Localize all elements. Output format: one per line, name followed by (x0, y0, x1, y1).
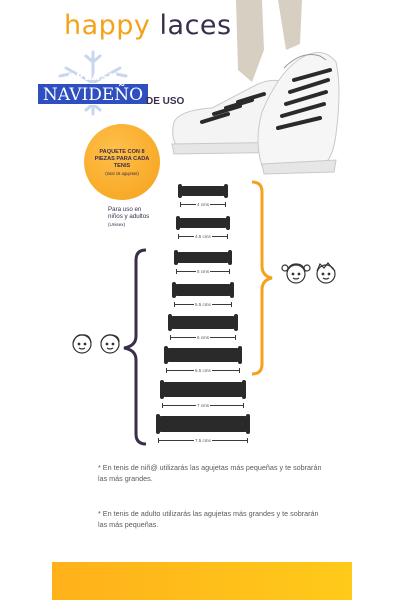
lace-end (238, 346, 242, 364)
lace-end (174, 250, 178, 265)
lace-bar (176, 252, 230, 263)
adults-bracket (123, 248, 147, 446)
lace-bar (170, 316, 236, 329)
lace-bar (166, 348, 240, 362)
kids-bracket (251, 180, 273, 376)
lace-size-6: 6.5 cms (164, 346, 242, 378)
promo-splash: SPLASH (67, 72, 119, 83)
note-adults: * En tenis de adulto utilizarás las aguj… (98, 509, 319, 529)
package-text: PAQUETE CON 8 PIEZAS PARA CADA TENIS (94, 148, 150, 169)
lace-end (230, 282, 234, 298)
lace-bar (180, 186, 226, 196)
brand-word-laces: laces (159, 10, 232, 41)
lace-end (178, 184, 182, 198)
lace-bar (174, 284, 232, 296)
lace-size-label: 6.5 cms (194, 367, 212, 373)
audience-line-1: Para uso en (108, 206, 142, 213)
audience-text: Para uso en niños y adultos (Unisex) (108, 206, 149, 228)
lace-bar (178, 218, 228, 228)
lace-end (176, 216, 180, 230)
note-kids: * En tenis de niñ@ utilizarás las agujet… (98, 463, 322, 483)
audience-line-3: (Unisex) (108, 221, 126, 227)
lace-size-2: 4.5 cms (176, 216, 230, 244)
lace-size-label: 6 cms (196, 334, 211, 340)
lace-end (228, 250, 232, 265)
lace-size-label: 7 cms (196, 402, 211, 408)
adult-faces-icon (72, 334, 120, 354)
package-badge: PAQUETE CON 8 PIEZAS PARA CADA TENIS (to… (84, 124, 160, 200)
lace-size-5: 6 cms (168, 314, 238, 345)
lace-end (234, 314, 238, 331)
lace-size-3: 5 cms (174, 250, 232, 279)
promo-title: NAVIDEÑO (37, 83, 149, 105)
lace-size-4: 5.5 cms (172, 282, 234, 312)
lace-size-label: 5 cms (196, 268, 211, 274)
lace-end (224, 184, 228, 198)
lace-bar (158, 416, 248, 432)
lace-end (242, 380, 246, 399)
kid-faces-icon (281, 262, 336, 284)
lace-size-1: 4 cms (178, 184, 228, 212)
lace-end (172, 282, 176, 298)
brand-logo: happy laces (64, 8, 232, 44)
footer-accent-bar (52, 562, 352, 600)
lace-size-label: 7.5 cms (194, 437, 212, 443)
lace-end (246, 414, 250, 434)
lace-size-label: 4 cms (196, 201, 211, 207)
promo-badge: SPLASH NAVIDEÑO (34, 50, 152, 116)
lace-bar (162, 382, 244, 397)
lace-end (168, 314, 172, 331)
sneaker-illustration (171, 0, 340, 175)
lace-end (160, 380, 164, 399)
brand-word-happy: happy (64, 10, 151, 41)
package-subtext: (total 16 agujetas) (105, 170, 139, 176)
lace-size-7: 7 cms (160, 380, 246, 413)
lace-end (226, 216, 230, 230)
usage-heading: DE USO (146, 96, 185, 107)
lace-end (156, 414, 160, 434)
lace-size-8: 7.5 cms (156, 414, 250, 448)
lace-size-label: 4.5 cms (194, 233, 212, 239)
lace-end (164, 346, 168, 364)
lace-size-label: 5.5 cms (194, 301, 212, 307)
audience-line-2: niños y adultos (108, 213, 150, 221)
